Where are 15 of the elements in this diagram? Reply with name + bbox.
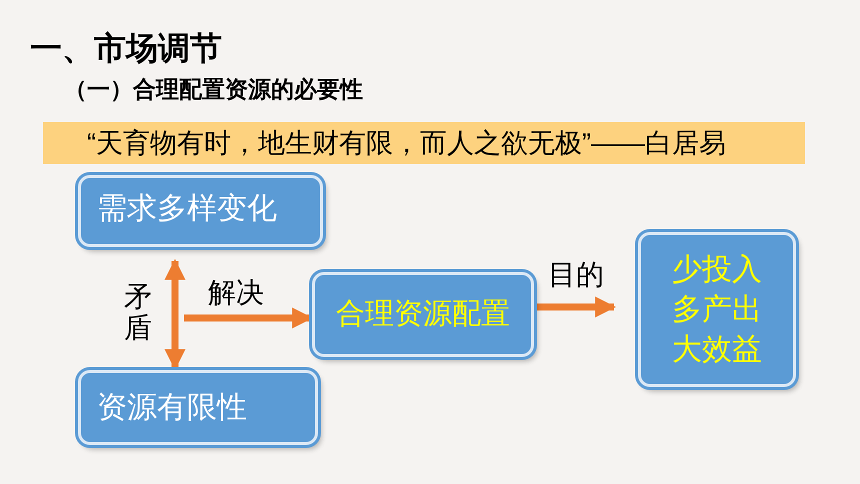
process-box	[78, 370, 318, 445]
subheading: （一）合理配置资源的必要性	[64, 75, 363, 104]
box-text: 少投入多产出大效益	[671, 252, 763, 368]
title: 一、市场调节	[30, 29, 222, 68]
box-text: 需求多样变化	[97, 191, 277, 227]
process-box	[78, 175, 323, 247]
box-text: 资源有限性	[97, 390, 247, 426]
edge-label: 目的	[548, 257, 604, 293]
edge-label: 矛盾	[124, 282, 152, 344]
box-text: 合理资源配置	[336, 296, 510, 332]
process-box	[312, 272, 534, 357]
process-box	[638, 232, 796, 387]
edge-label: 解决	[208, 275, 264, 311]
quote-banner: “天育物有时，地生财有限，而人之欲无极”——白居易	[43, 122, 805, 164]
arrow	[537, 296, 616, 318]
